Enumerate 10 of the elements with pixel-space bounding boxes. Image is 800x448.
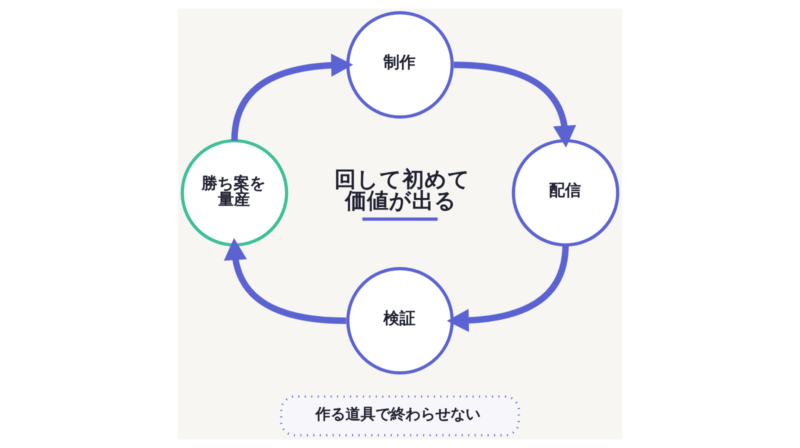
node-circle: 配信 [512,139,620,247]
arrow [224,238,346,324]
arrow [454,62,576,148]
node-circle: 勝ち案を量産 [180,139,288,247]
node-box: 作る道具で終わらせない [280,395,520,436]
node-circle: 検証 [346,267,454,374]
arrow [231,54,354,141]
label: 回して初めて価値が出る [334,167,470,214]
arrow [446,244,569,332]
node-circle: 制作 [346,11,454,119]
